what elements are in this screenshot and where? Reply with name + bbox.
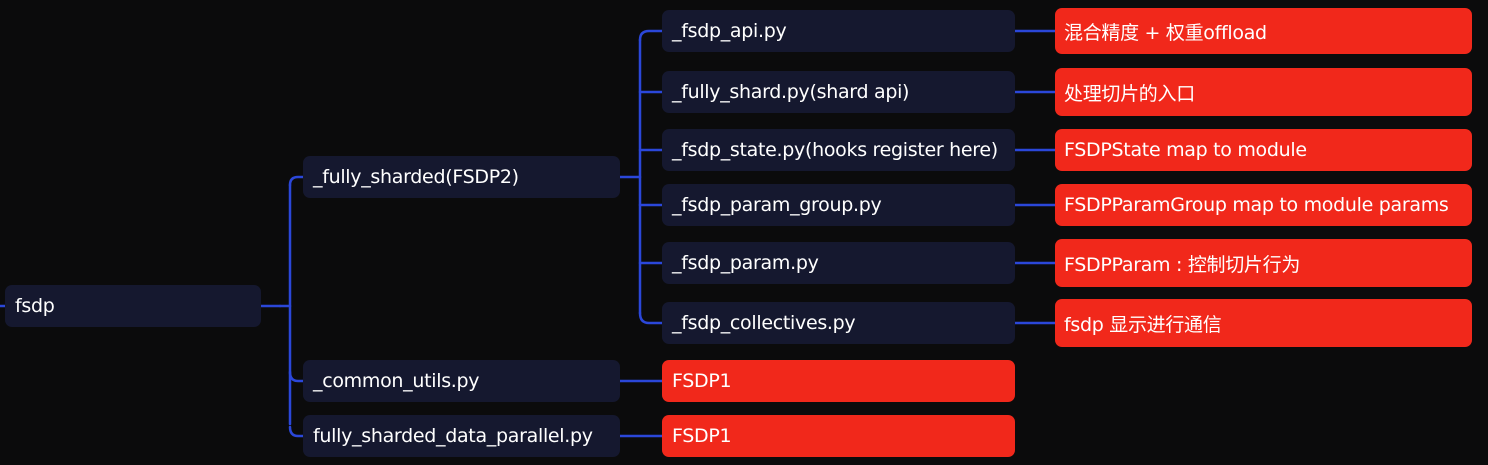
note-label: FSDP1: [672, 370, 732, 392]
note-label: 混合精度 + 权重offload: [1064, 21, 1267, 44]
node-fsdp-param-group[interactable]: _fsdp_param_group.py: [662, 184, 1015, 226]
root-node-fsdp[interactable]: fsdp: [5, 285, 261, 327]
note-label: 处理切片的入口: [1064, 82, 1195, 105]
note-fully-shard[interactable]: 处理切片的入口: [1055, 68, 1472, 116]
node-label: _fsdp_param.py: [672, 252, 819, 274]
node-fully-sharded-data-parallel[interactable]: fully_sharded_data_parallel.py: [303, 415, 620, 457]
note-fsdp-param[interactable]: FSDPParam : 控制切片行为: [1055, 239, 1472, 287]
node-label: _fsdp_api.py: [672, 20, 787, 42]
node-label: _common_utils.py: [313, 370, 480, 392]
note-common-utils[interactable]: FSDP1: [662, 360, 1015, 402]
connector-to-fully-sharded: [278, 175, 305, 308]
node-label: _fsdp_state.py(hooks register here): [672, 139, 998, 161]
connector-to-fsdp-collectives: [638, 311, 664, 325]
note-fsdp-state[interactable]: FSDPState map to module: [1055, 129, 1472, 171]
root-node-label: fsdp: [15, 295, 55, 317]
node-fully-sharded[interactable]: _fully_sharded(FSDP2): [303, 156, 620, 198]
node-common-utils[interactable]: _common_utils.py: [303, 360, 620, 402]
note-fsdp-param-group[interactable]: FSDPParamGroup map to module params: [1055, 184, 1472, 226]
note-label: FSDPParam : 控制切片行为: [1064, 253, 1301, 276]
note-fsdp-collectives[interactable]: fsdp 显示进行通信: [1055, 299, 1472, 347]
node-label: _fsdp_collectives.py: [672, 312, 856, 334]
connector-to-common-utils: [288, 370, 305, 383]
note-label: FSDPParamGroup map to module params: [1064, 194, 1449, 216]
node-label: _fully_shard.py(shard api): [672, 81, 910, 103]
node-fsdp-collectives[interactable]: _fsdp_collectives.py: [662, 302, 1015, 344]
node-fsdp-api[interactable]: _fsdp_api.py: [662, 10, 1015, 52]
note-label: FSDPState map to module: [1064, 139, 1307, 161]
node-label: _fully_sharded(FSDP2): [313, 166, 519, 188]
connector-to-fsdp-data-parallel: [288, 425, 305, 438]
node-fsdp-param[interactable]: _fsdp_param.py: [662, 242, 1015, 284]
connector-to-fsdp-api: [638, 29, 664, 42]
node-fully-shard[interactable]: _fully_shard.py(shard api): [662, 71, 1015, 113]
node-fsdp-state[interactable]: _fsdp_state.py(hooks register here): [662, 129, 1015, 171]
note-fully-sharded-data-parallel[interactable]: FSDP1: [662, 415, 1015, 457]
note-label: FSDP1: [672, 425, 732, 447]
note-fsdp-api[interactable]: 混合精度 + 权重offload: [1055, 8, 1472, 54]
note-label: fsdp 显示进行通信: [1064, 313, 1222, 336]
node-label: fully_sharded_data_parallel.py: [313, 425, 593, 447]
node-label: _fsdp_param_group.py: [672, 194, 882, 216]
